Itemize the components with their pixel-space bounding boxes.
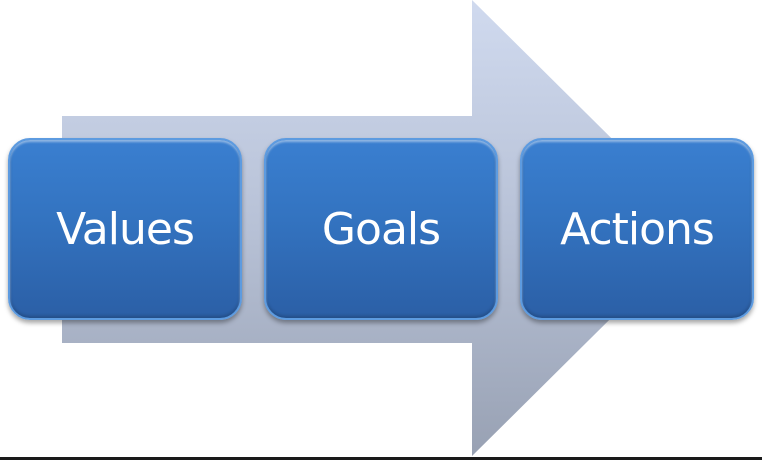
step-box-actions: Actions	[520, 138, 754, 320]
step-label: Actions	[560, 203, 715, 255]
step-box-values: Values	[8, 138, 242, 320]
step-label: Goals	[321, 203, 441, 255]
bottom-border	[0, 457, 762, 460]
step-label: Values	[56, 203, 195, 255]
step-box-goals: Goals	[264, 138, 498, 320]
